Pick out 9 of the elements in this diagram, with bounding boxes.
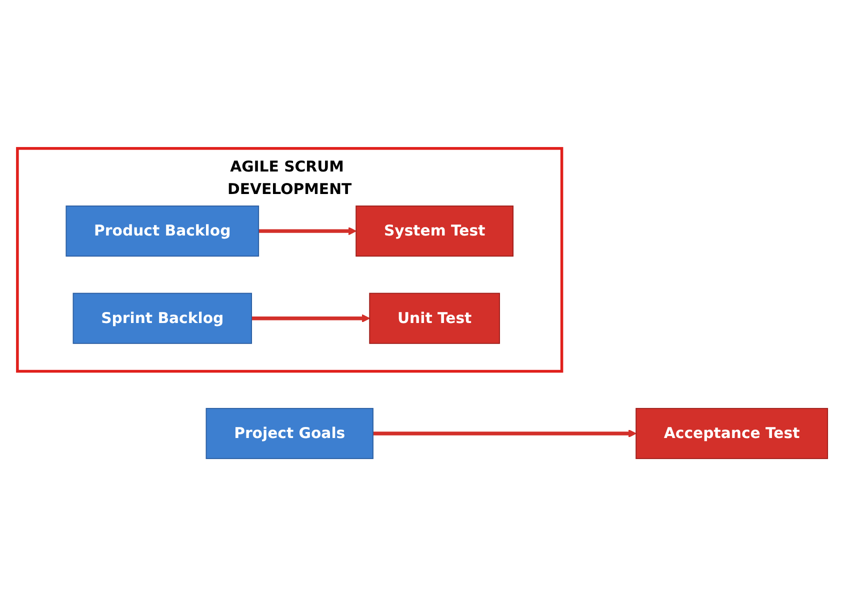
arrow (373, 428, 636, 438)
node-box: Acceptance Test (636, 407, 828, 459)
node-box: System Test (356, 205, 514, 256)
node-box: Unit Test (369, 292, 500, 344)
arrow (252, 314, 370, 322)
node-box: Project Goals (206, 407, 374, 459)
arrow (258, 226, 356, 235)
node-box: Product Backlog (66, 205, 260, 256)
node-box: Sprint Backlog (72, 292, 252, 344)
